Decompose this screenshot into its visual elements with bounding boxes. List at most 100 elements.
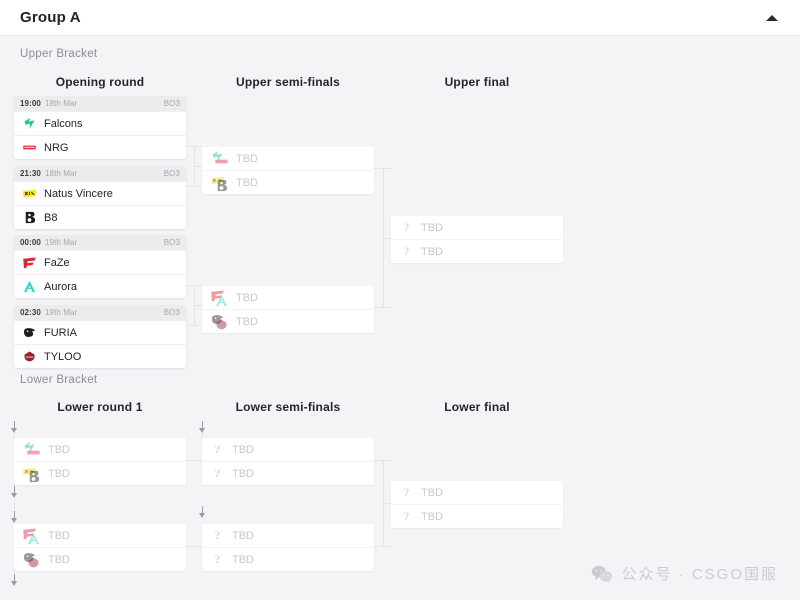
team-name: TBD <box>48 467 70 480</box>
match-card[interactable]: TBD TBD <box>202 146 374 194</box>
bracket-connector <box>194 305 208 306</box>
round-label-upper-final: Upper final <box>444 75 510 89</box>
bracket-connector <box>186 546 202 547</box>
team-name: TBD <box>232 443 254 456</box>
bracket-connector <box>186 460 202 461</box>
team-name: TBD <box>232 553 254 566</box>
match-card[interactable]: 02:30 19th Mar BO3 FURIA TYLOO <box>14 305 186 368</box>
team-row[interactable]: TBD <box>202 309 374 333</box>
wechat-icon <box>591 565 613 583</box>
feed-in-rail <box>14 430 15 585</box>
match-card[interactable]: ? TBD ? TBD <box>391 215 563 263</box>
team-row[interactable]: Falcons <box>14 111 186 135</box>
match-date: 18th Mar <box>44 169 78 178</box>
match-card[interactable]: 19:00 18th Mar BO3 Falcons NRG <box>14 96 186 159</box>
question-mark-icon: ? <box>403 220 410 234</box>
team-row[interactable]: ? TBD <box>391 480 563 504</box>
team-row[interactable]: Natus Vincere <box>14 181 186 205</box>
question-mark-icon: ? <box>403 509 410 523</box>
falcons-nrg-placeholder-logo <box>22 441 41 457</box>
question-mark-icon: ? <box>403 244 410 258</box>
team-row[interactable]: ? TBD <box>391 504 563 528</box>
watermark-text: 公众号 · CSGO国服 <box>621 566 778 583</box>
bracket-connector <box>374 307 392 308</box>
team-name: TBD <box>421 245 443 258</box>
team-row[interactable]: FaZe <box>14 250 186 274</box>
match-format: BO3 <box>163 169 180 178</box>
group-header: Group A <box>0 0 800 36</box>
match-card[interactable]: ? TBD ? TBD <box>391 480 563 528</box>
b8-logo <box>22 210 37 225</box>
team-row[interactable]: TBD <box>202 146 374 170</box>
team-name: TBD <box>421 486 443 499</box>
match-format: BO3 <box>163 99 180 108</box>
match-card[interactable]: TBD TBD <box>202 285 374 333</box>
match-time: 19:00 <box>20 99 41 108</box>
match-header: 19:00 18th Mar BO3 <box>14 96 186 111</box>
team-name: TBD <box>236 291 258 304</box>
match-header: 21:30 18th Mar BO3 <box>14 166 186 181</box>
feed-in-rail <box>202 430 203 442</box>
feed-in-arrow-icon <box>198 506 207 519</box>
match-card[interactable]: ? TBD ? TBD <box>202 437 374 485</box>
match-date: 19th Mar <box>44 238 78 247</box>
match-card[interactable]: TBD TBD <box>14 437 186 485</box>
feed-in-arrow-icon <box>10 574 19 587</box>
match-card[interactable]: ? TBD ? TBD <box>202 523 374 571</box>
team-row[interactable]: TBD <box>202 170 374 194</box>
feed-in-arrow-icon <box>198 421 207 434</box>
match-date: 19th Mar <box>44 308 78 317</box>
tyloo-logo <box>22 349 37 364</box>
team-row[interactable]: ? TBD <box>202 523 374 547</box>
team-row[interactable]: Aurora <box>14 274 186 298</box>
team-name: TBD <box>236 152 258 165</box>
team-name: Falcons <box>44 117 83 130</box>
round-label-lower-round-1: Lower round 1 <box>57 400 143 414</box>
team-name: FaZe <box>44 256 70 269</box>
navi-logo <box>22 186 37 201</box>
navi-b8-placeholder-logo <box>210 175 229 192</box>
feed-in-arrow-icon <box>10 511 19 524</box>
navi-b8-placeholder-logo <box>22 466 41 483</box>
team-name: TBD <box>48 529 70 542</box>
team-row[interactable]: ? TBD <box>391 215 563 239</box>
faze-aurora-placeholder-logo <box>210 290 229 307</box>
team-row[interactable]: TBD <box>14 547 186 571</box>
bracket-connector <box>383 503 393 504</box>
collapse-group-button[interactable] <box>762 9 782 27</box>
team-name: TBD <box>236 176 258 189</box>
team-row[interactable]: B8 <box>14 205 186 229</box>
faze-aurora-placeholder-logo <box>22 528 41 545</box>
team-row[interactable]: NRG <box>14 135 186 159</box>
team-row[interactable]: ? TBD <box>202 437 374 461</box>
team-name: TBD <box>48 443 70 456</box>
team-row[interactable]: TYLOO <box>14 344 186 368</box>
team-name: TBD <box>421 510 443 523</box>
furia-tyloo-placeholder-logo <box>210 314 229 330</box>
team-row[interactable]: TBD <box>14 523 186 547</box>
furia-tyloo-placeholder-logo <box>22 552 41 568</box>
team-row[interactable]: TBD <box>202 285 374 309</box>
match-card[interactable]: 00:00 19th Mar BO3 FaZe Aurora <box>14 235 186 298</box>
match-date: 18th Mar <box>44 99 78 108</box>
furia-logo <box>22 325 37 340</box>
upper-bracket-label: Upper Bracket <box>20 48 98 60</box>
match-card[interactable]: TBD TBD <box>14 523 186 571</box>
match-time: 21:30 <box>20 169 41 178</box>
match-card[interactable]: 21:30 18th Mar BO3 Natus Vincere B8 <box>14 166 186 229</box>
team-row[interactable]: ? TBD <box>391 239 563 263</box>
round-label-upper-semi-finals: Upper semi-finals <box>235 75 341 89</box>
round-label-lower-semi-finals: Lower semi-finals <box>235 400 341 414</box>
team-name: TBD <box>421 221 443 234</box>
team-row[interactable]: TBD <box>14 461 186 485</box>
bracket-connector <box>186 325 202 326</box>
team-row[interactable]: FURIA <box>14 320 186 344</box>
team-row[interactable]: TBD <box>14 437 186 461</box>
watermark: 公众号 · CSGO国服 <box>591 563 778 584</box>
question-mark-icon: ? <box>214 552 221 566</box>
team-row[interactable]: ? TBD <box>202 461 374 485</box>
team-name: TBD <box>236 315 258 328</box>
team-row[interactable]: ? TBD <box>202 547 374 571</box>
match-header: 00:00 19th Mar BO3 <box>14 235 186 250</box>
